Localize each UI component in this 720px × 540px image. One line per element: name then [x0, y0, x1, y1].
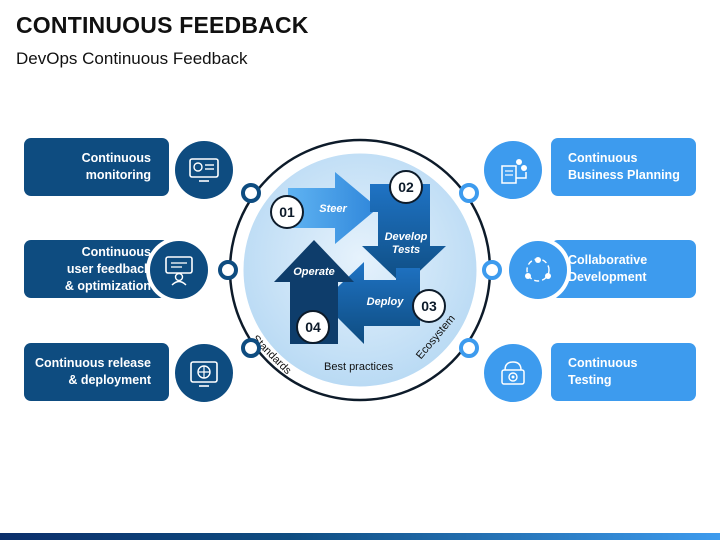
box-user-feedback: Continuous user feedback & optimization: [24, 240, 169, 298]
page-subtitle: DevOps Continuous Feedback: [16, 49, 248, 68]
page-title: CONTINUOUS FEEDBACK: [16, 12, 309, 38]
collaboration-icon: [505, 237, 571, 303]
footer-bar: [0, 533, 720, 540]
step-label-develop-tests: Develop Tests: [384, 231, 428, 256]
box-continuous-testing: Continuous Testing: [551, 343, 696, 401]
step-number-03: 03: [412, 289, 446, 323]
step-label-deploy: Deploy: [366, 296, 404, 308]
ring-label-best-practices: Best practices: [324, 361, 394, 373]
user-feedback-icon: [146, 237, 212, 303]
deployment-icon: [171, 340, 237, 406]
monitoring-icon: [171, 137, 237, 203]
arrow-develop-tests: [362, 184, 446, 286]
step-number-04: 04: [296, 310, 330, 344]
arrow-deploy: [322, 262, 420, 344]
box-collaborative-development: Collaborative Development: [551, 240, 696, 298]
business-planning-icon: [480, 137, 546, 203]
step-number-01: 01: [270, 195, 304, 229]
box-business-planning: Continuous Business Planning: [551, 138, 696, 196]
step-number-02: 02: [389, 170, 423, 204]
box-release-deployment: Continuous release & deployment: [24, 343, 169, 401]
connector-dot-left-mid: [218, 260, 238, 280]
connector-dot-right-mid: [482, 260, 502, 280]
step-label-steer: Steer: [319, 203, 347, 215]
connector-dot-right-bottom: [459, 338, 479, 358]
box-continuous-monitoring: Continuous monitoring: [24, 138, 169, 196]
connector-dot-left-bottom: [241, 338, 261, 358]
step-label-operate: Operate: [293, 266, 335, 278]
testing-icon: [480, 340, 546, 406]
arrow-operate: [274, 240, 354, 344]
connector-dot-left-top: [241, 183, 261, 203]
connector-dot-right-top: [459, 183, 479, 203]
arrow-steer: [288, 172, 378, 244]
